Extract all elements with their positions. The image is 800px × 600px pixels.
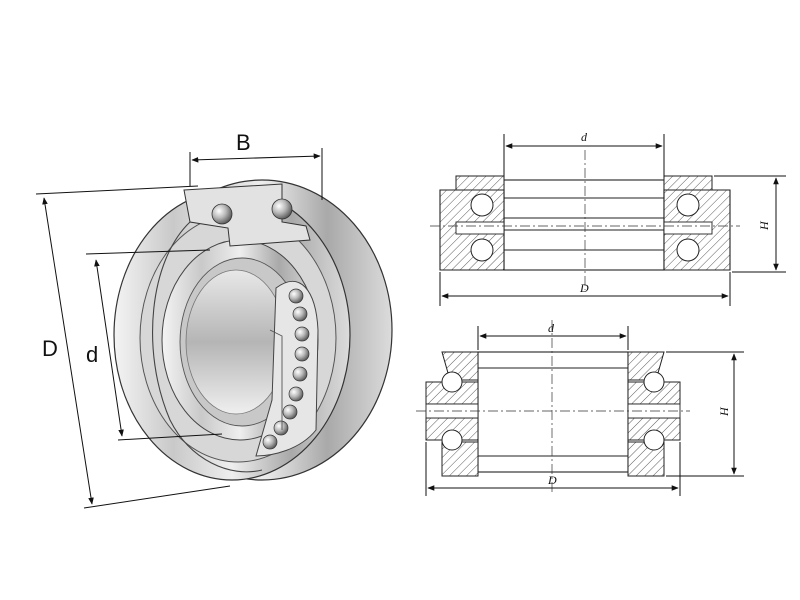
- ball: [292, 306, 308, 322]
- ball: [271, 198, 293, 220]
- section-view-top: [430, 150, 740, 290]
- section-view-bottom: [416, 320, 690, 492]
- outer-diameter-label: D: [547, 473, 557, 487]
- ball: [292, 366, 308, 382]
- ball: [294, 346, 310, 362]
- ball: [211, 203, 233, 225]
- section-top-dimensions: d D H: [439, 130, 786, 306]
- bore-label: d: [548, 321, 555, 335]
- isometric-bearing: [113, 179, 393, 481]
- ball-row: [262, 288, 310, 450]
- ball: [273, 420, 289, 436]
- ball: [288, 386, 304, 402]
- bore-inner: [185, 269, 287, 415]
- width-label: B: [236, 130, 251, 155]
- ball: [282, 404, 298, 420]
- cutaway-side: [255, 281, 319, 457]
- height-label: H: [757, 220, 771, 231]
- outer-diameter-label: D: [42, 336, 58, 361]
- dimension-d: d: [85, 249, 223, 441]
- dimension-B: B: [189, 130, 323, 200]
- height-label: H: [717, 406, 731, 417]
- ball: [262, 434, 278, 450]
- outer-diameter-label: D: [579, 281, 589, 295]
- section-bottom-dimensions: d D H: [425, 321, 744, 496]
- bore-label: d: [581, 130, 588, 144]
- bore-label: d: [86, 342, 98, 367]
- ball: [288, 288, 304, 304]
- ball: [294, 326, 310, 342]
- dimension-D: D: [35, 185, 231, 509]
